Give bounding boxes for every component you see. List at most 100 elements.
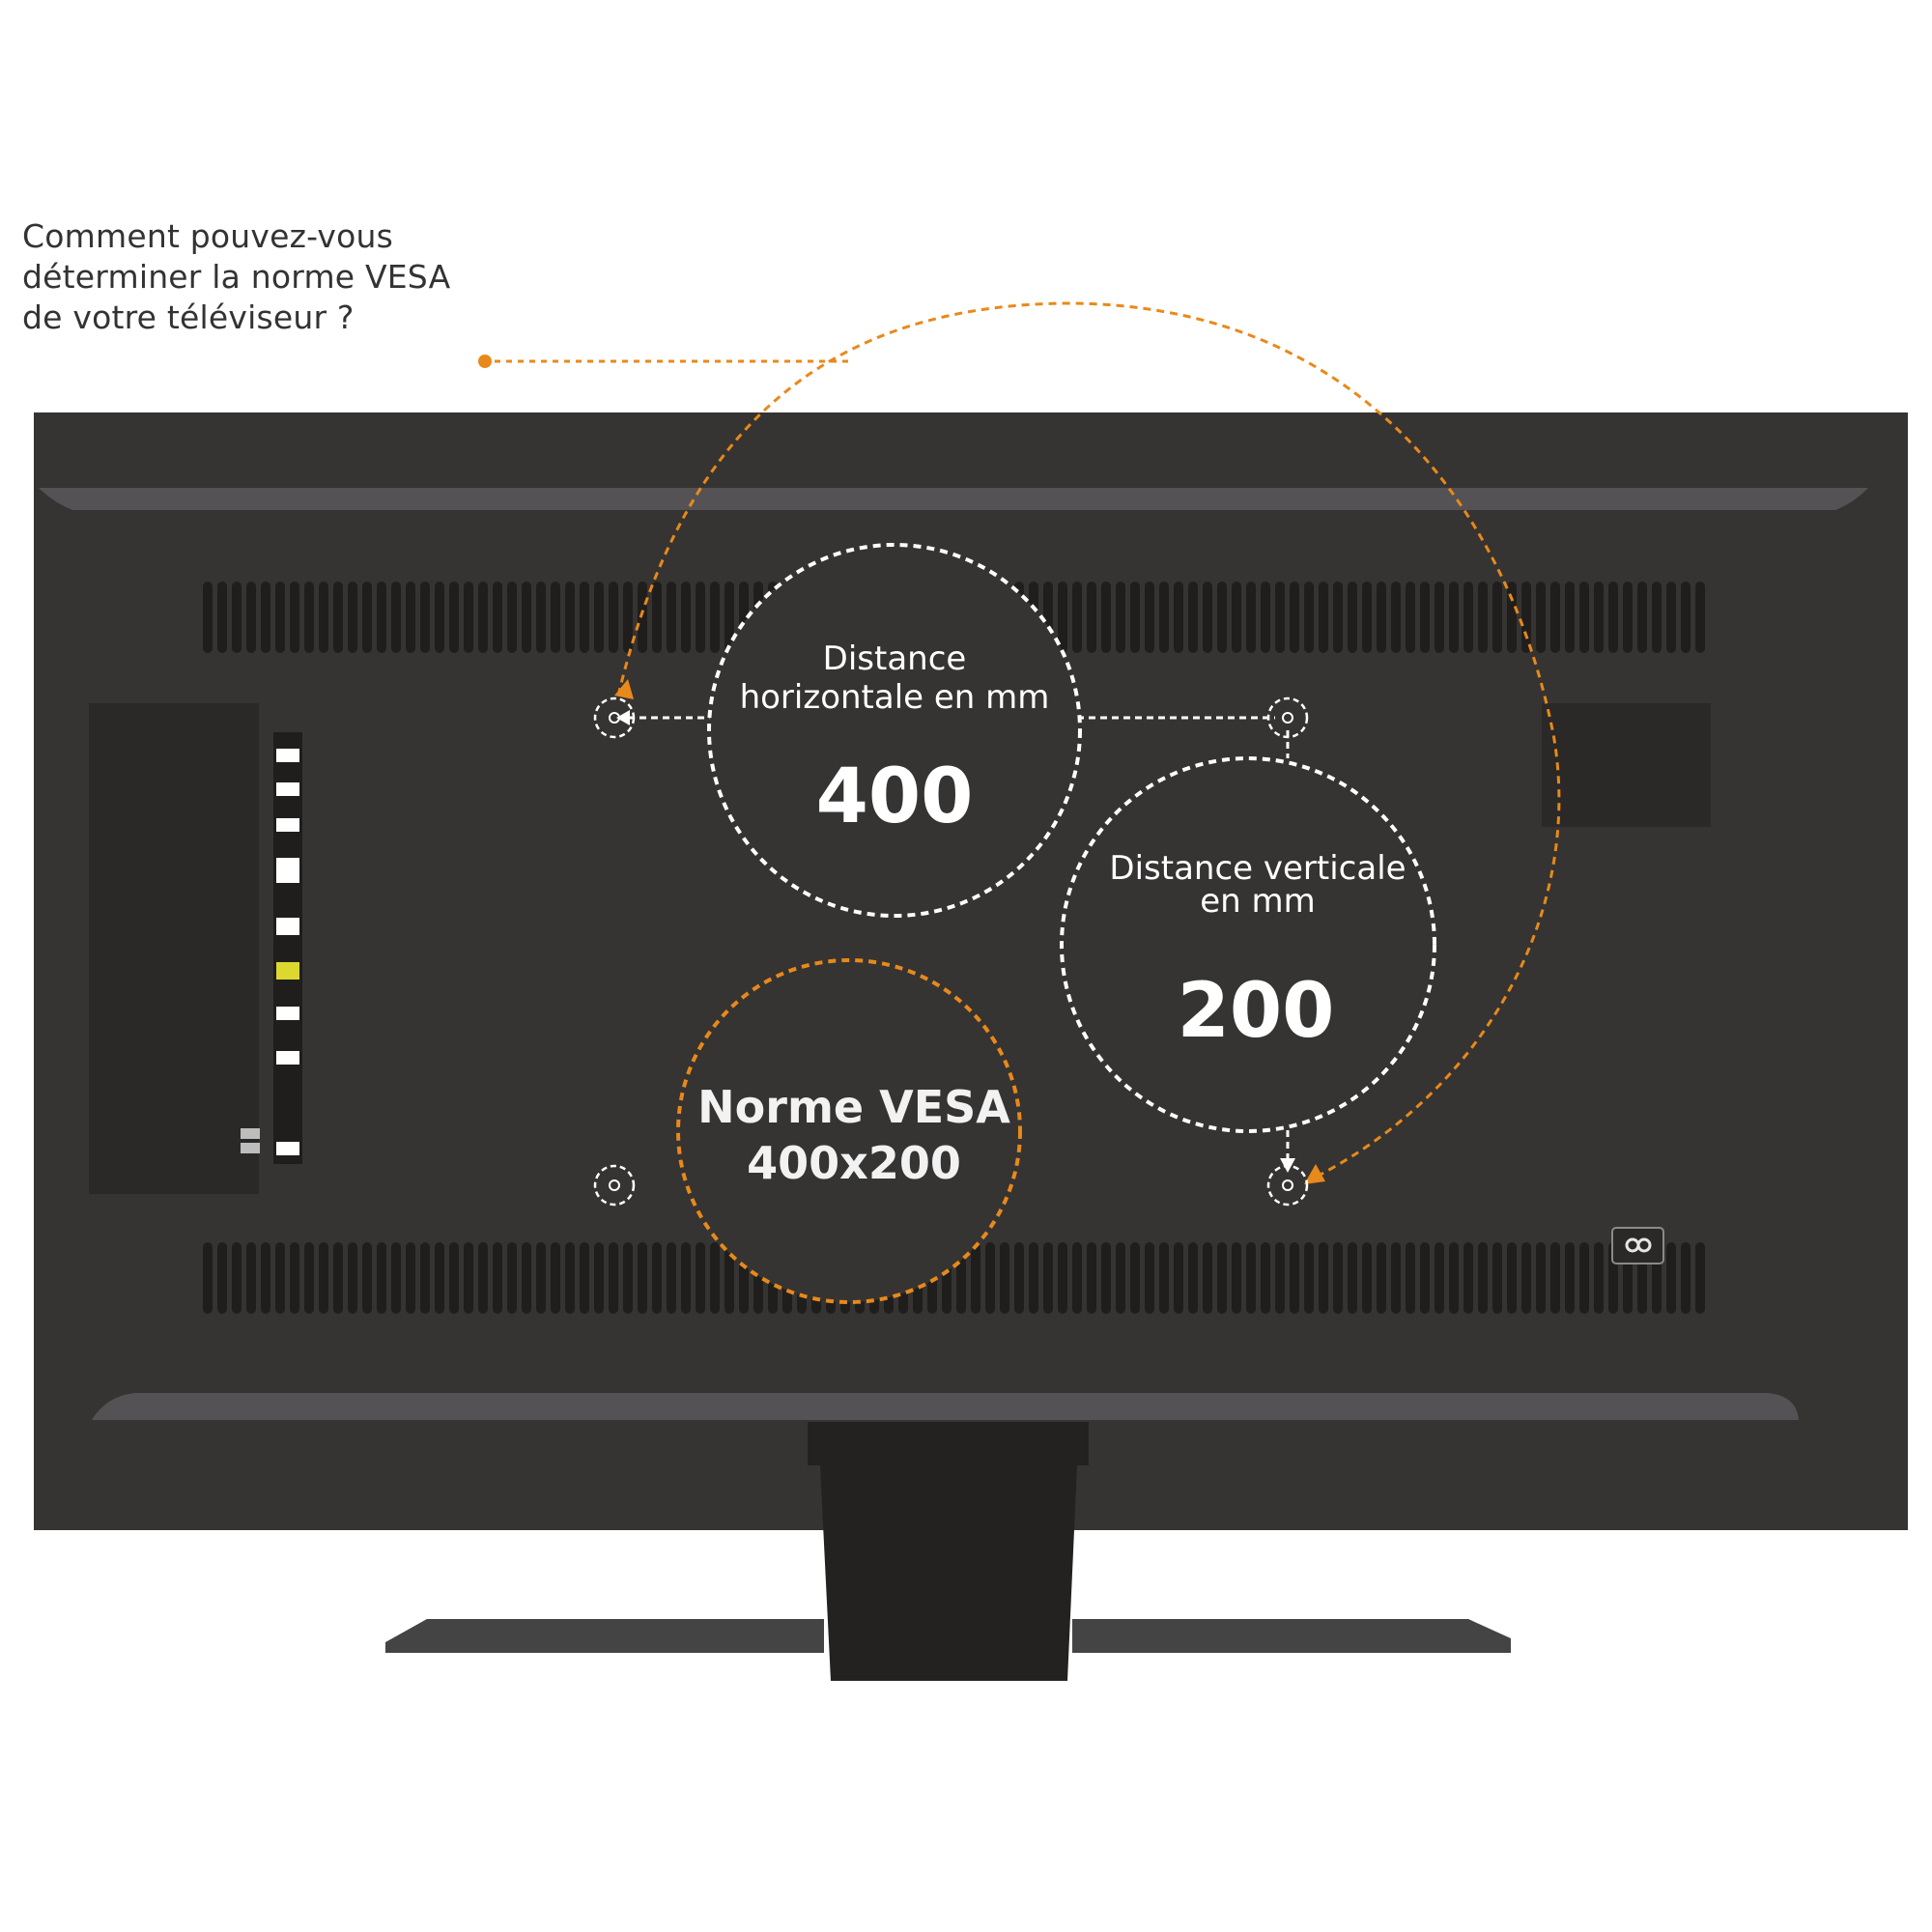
vent-slot <box>1203 582 1212 653</box>
vent-slot <box>217 1242 227 1314</box>
vent-slot <box>203 582 213 653</box>
vent-slot <box>1681 1242 1690 1314</box>
vent-slot <box>1550 1242 1560 1314</box>
vent-slot <box>1463 1242 1473 1314</box>
vent-slot <box>1319 582 1328 653</box>
vent-slot <box>1058 582 1067 653</box>
vent-slot <box>464 582 473 653</box>
vent-slot <box>1304 1242 1314 1314</box>
vent-slot <box>478 582 488 653</box>
vent-slot <box>1521 582 1531 653</box>
port-marker <box>276 782 299 796</box>
port-marker <box>276 818 299 832</box>
right-connector-panel <box>1542 703 1711 827</box>
vent-slot <box>333 1242 343 1314</box>
vent-slot <box>449 582 459 653</box>
vent-slot <box>1521 1242 1531 1314</box>
vent-slot <box>362 582 372 653</box>
port-marker <box>276 1007 299 1020</box>
vent-slot <box>1579 1242 1589 1314</box>
vent-slot <box>1217 582 1227 653</box>
infinity-badge-icon <box>1611 1227 1664 1264</box>
mounting-hole-icon <box>1266 696 1309 739</box>
vent-slot <box>1377 1242 1386 1314</box>
mounting-hole-icon <box>593 696 636 739</box>
horizontal-distance-callout: Distance horizontale en mm 400 <box>707 543 1082 918</box>
vent-slot <box>464 1242 473 1314</box>
arrowhead-icon <box>1304 1164 1325 1184</box>
vent-slot <box>536 582 546 653</box>
vent-slot <box>551 582 560 653</box>
vent-slot <box>290 582 299 653</box>
vent-slot <box>1232 1242 1241 1314</box>
tv-top-trim <box>39 488 1868 510</box>
vent-slot <box>1536 1242 1546 1314</box>
vent-slot <box>1478 1242 1488 1314</box>
mounting-hole-icon <box>593 1164 636 1207</box>
arrowhead-icon <box>616 710 630 725</box>
vent-slot <box>609 1242 618 1314</box>
question-text: Comment pouvez-vous déterminer la norme … <box>22 216 525 338</box>
vent-slot <box>1608 582 1618 653</box>
vent-slot <box>1101 1242 1111 1314</box>
vent-slot <box>261 1242 270 1314</box>
arrowhead-icon <box>614 679 634 699</box>
vent-slot <box>1130 1242 1140 1314</box>
vent-slot <box>420 1242 430 1314</box>
vent-slot <box>232 1242 242 1314</box>
vent-slot <box>580 1242 589 1314</box>
vent-slot <box>1406 582 1415 653</box>
vent-slot <box>275 582 285 653</box>
vent-slot <box>449 1242 459 1314</box>
vent-slot <box>1652 582 1662 653</box>
vent-slot <box>1130 582 1140 653</box>
leader-dot <box>478 355 492 368</box>
vent-slot <box>261 582 270 653</box>
vent-slot <box>724 1242 734 1314</box>
vent-slot <box>594 1242 604 1314</box>
vent-slot <box>493 1242 502 1314</box>
vent-slot <box>1478 582 1488 653</box>
vent-slot <box>1072 582 1082 653</box>
vent-slot <box>1579 582 1589 653</box>
vent-slot <box>1188 1242 1198 1314</box>
vent-slot <box>1159 1242 1169 1314</box>
vent-slot <box>1507 582 1517 653</box>
port-marker <box>276 918 299 935</box>
vent-slot <box>1681 582 1690 653</box>
vent-slot <box>1188 582 1198 653</box>
vent-slot <box>1492 1242 1502 1314</box>
vesa-norm-value: 400x200 <box>747 1137 961 1189</box>
vent-slot <box>304 582 314 653</box>
vent-slot <box>246 1242 256 1314</box>
question-line-1: Comment pouvez-vous <box>22 217 394 255</box>
vent-slot <box>290 1242 299 1314</box>
vent-slot <box>319 1242 328 1314</box>
usb-port-icon <box>241 1143 260 1153</box>
vent-slot <box>1391 582 1401 653</box>
vent-slot <box>696 1242 705 1314</box>
vent-slot <box>1275 582 1285 653</box>
question-line-3: de votre téléviseur ? <box>22 298 355 336</box>
vent-slot <box>1043 1242 1053 1314</box>
port-list <box>276 749 299 1155</box>
vent-slot <box>1666 1242 1676 1314</box>
tv-bottom-trim <box>92 1393 1799 1420</box>
vent-slot <box>1174 1242 1183 1314</box>
vent-slot <box>1492 582 1502 653</box>
vent-slot <box>1377 582 1386 653</box>
vent-slot <box>333 582 343 653</box>
vertical-label-line-1: Distance verticale <box>1109 849 1406 888</box>
vent-slot <box>1695 582 1705 653</box>
vent-slot <box>1348 1242 1357 1314</box>
vent-slot <box>377 582 386 653</box>
vent-slot <box>1391 1242 1401 1314</box>
vent-slot <box>681 582 691 653</box>
vent-slot <box>1362 582 1372 653</box>
vent-slot <box>1275 1242 1285 1314</box>
vent-slot <box>623 582 633 653</box>
vesa-norm-title: Norme VESA <box>697 1081 1010 1133</box>
vent-slot <box>1174 582 1183 653</box>
